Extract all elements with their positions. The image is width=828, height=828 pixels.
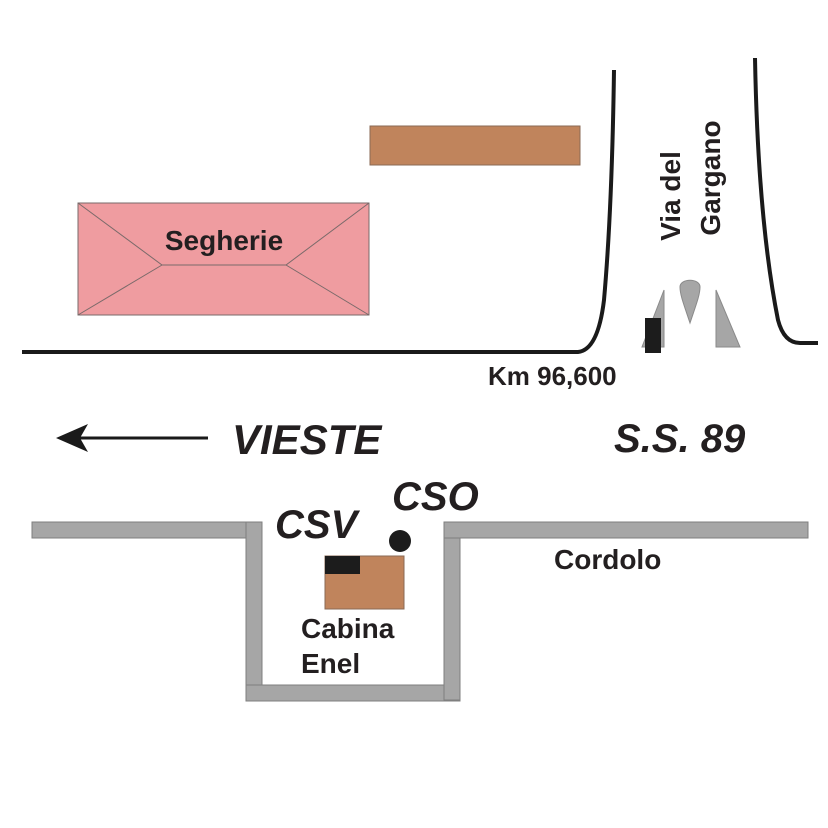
- vieste-label: VIESTE: [232, 416, 383, 463]
- road-edge-north: [22, 69, 616, 354]
- segherie-building: [77, 202, 370, 316]
- cso-label: CSO: [392, 475, 479, 519]
- traffic-island-drop: [679, 279, 701, 325]
- ss89-label: S.S. 89: [614, 417, 746, 461]
- curb: [31, 521, 809, 702]
- arrow-left-icon: [56, 424, 208, 452]
- km-label: Km 96,600: [488, 361, 617, 391]
- csv-label: CSV: [275, 503, 361, 547]
- building-top: [369, 125, 581, 166]
- cabina-label: Cabina: [301, 613, 395, 644]
- enel-label: Enel: [301, 648, 360, 679]
- segherie-label: Segherie: [165, 225, 283, 256]
- gargano-label: Gargano: [695, 120, 726, 235]
- station-marker-km: [645, 318, 661, 353]
- cso-marker: [389, 530, 411, 552]
- cordolo-label: Cordolo: [554, 544, 661, 575]
- csv-marker: [325, 556, 360, 574]
- via-del-label: Via del: [655, 151, 686, 241]
- traffic-island-right: [715, 289, 741, 348]
- via-gargano-edge-east: [753, 57, 818, 345]
